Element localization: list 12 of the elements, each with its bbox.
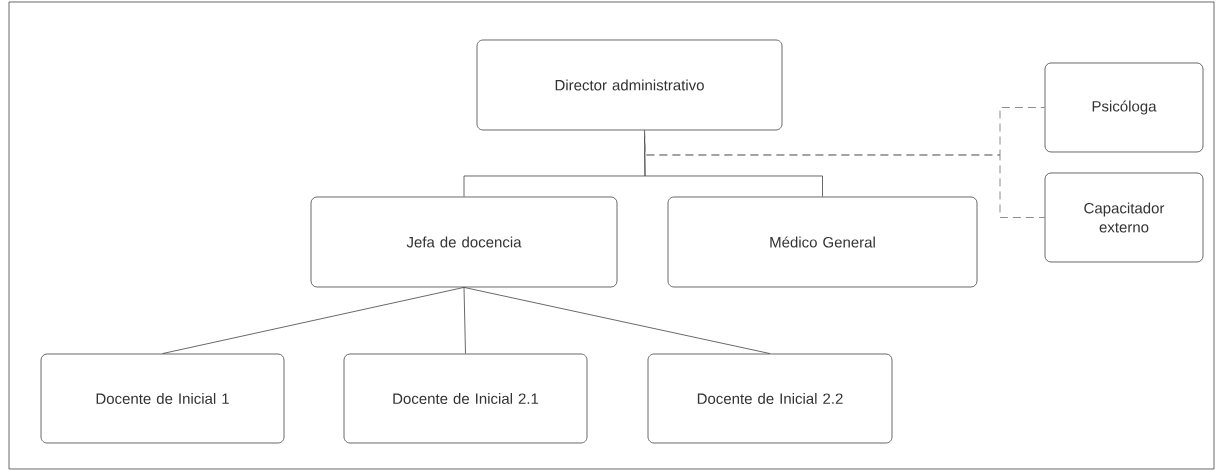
staff-box: Capacitador externo: [1044, 172, 1204, 263]
director-box: Director administrativo: [476, 39, 783, 131]
connector: [463, 287, 466, 354]
teacher-box: Docente de Inicial 2.1: [343, 353, 588, 444]
connector: [463, 287, 771, 354]
teacher-box: Docente de Inicial 1: [40, 353, 285, 444]
department-box: Médico General: [667, 196, 978, 288]
teacher-box: Docente de Inicial 2.2: [647, 353, 893, 444]
connector: [162, 287, 465, 354]
department-box: Jefa de docencia: [310, 196, 618, 288]
dashed-connector: [644, 130, 1045, 218]
staff-box: Psicóloga: [1044, 62, 1204, 153]
